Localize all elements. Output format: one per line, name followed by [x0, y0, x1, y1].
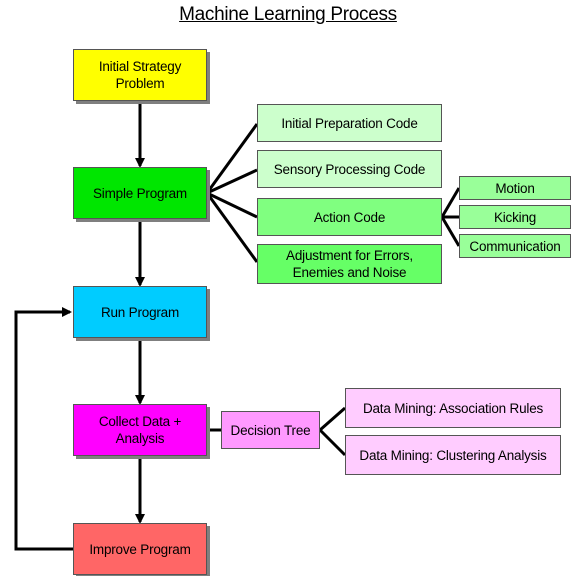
motion-box: Motion	[459, 176, 571, 200]
line-action-to-communication	[440, 216, 461, 247]
line-decision-to-clustering	[318, 428, 347, 457]
communication-box: Communication	[459, 234, 571, 258]
adjustment-errors-box: Adjustment for Errors, Enemies and Noise	[257, 244, 442, 284]
initial-strategy-problem-box: Initial Strategy Problem	[73, 49, 207, 101]
line-action-to-motion	[440, 187, 461, 218]
line-simple-to-adjustment	[205, 192, 259, 263]
collect-data-analysis-box: Collect Data + Analysis	[73, 404, 207, 456]
line-simple-to-action	[206, 191, 258, 219]
association-rules-box: Data Mining: Association Rules	[345, 388, 561, 428]
decision-tree-box: Decision Tree	[221, 411, 320, 449]
diagram-title: Machine Learning Process	[179, 4, 397, 25]
line-decision-to-association	[319, 406, 346, 432]
simple-program-box: Simple Program	[73, 167, 207, 219]
arrow-feedback-loop	[14, 307, 73, 551]
kicking-box: Kicking	[459, 205, 571, 229]
run-program-box: Run Program	[73, 286, 207, 338]
line-simple-to-prep	[205, 123, 259, 194]
line-simple-to-sensory	[206, 168, 258, 195]
initial-preparation-code-box: Initial Preparation Code	[257, 104, 442, 142]
sensory-processing-code-box: Sensory Processing Code	[257, 150, 442, 188]
clustering-analysis-box: Data Mining: Clustering Analysis	[345, 435, 561, 475]
improve-program-box: Improve Program	[73, 523, 207, 575]
action-code-box: Action Code	[257, 198, 442, 236]
